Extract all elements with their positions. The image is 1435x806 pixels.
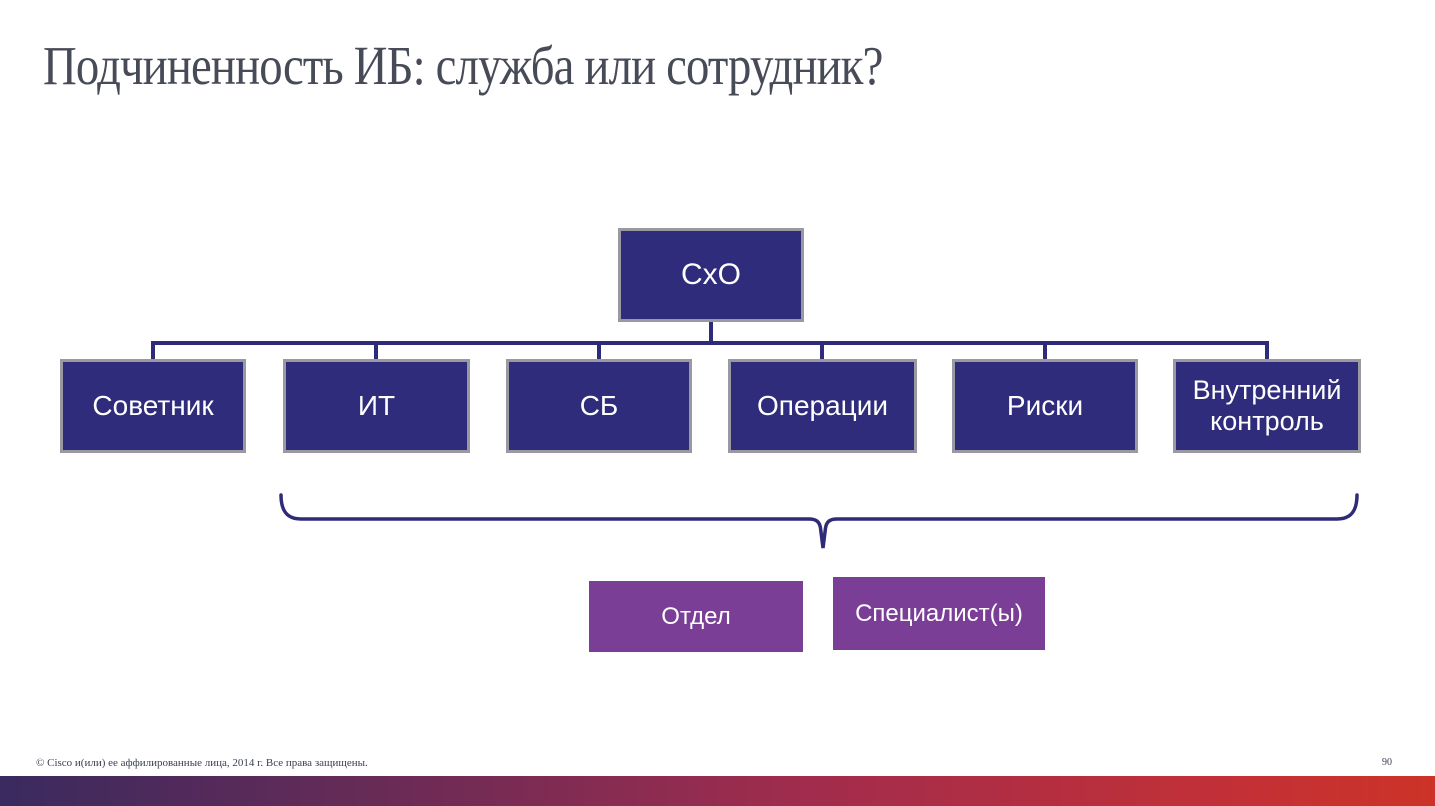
org-node-it: ИТ	[283, 359, 470, 453]
org-node-operations: Операции	[728, 359, 917, 453]
org-node-security: СБ	[506, 359, 692, 453]
org-node-risks: Риски	[952, 359, 1138, 453]
group-node-department: Отдел	[589, 581, 803, 652]
org-node-cxo: CxO	[618, 228, 804, 322]
copyright-notice: © Cisco и(или) ее аффилированные лица, 2…	[36, 757, 368, 769]
org-node-internal-control: Внутренний контроль	[1173, 359, 1361, 453]
page-number: 90	[1382, 757, 1392, 768]
slide-title: Подчиненность ИБ: служба или сотрудник?	[43, 35, 883, 96]
slide-bottom-gradient-bar	[0, 776, 1435, 806]
group-node-specialists: Специалист(ы)	[833, 577, 1045, 650]
org-node-advisor: Советник	[60, 359, 246, 453]
